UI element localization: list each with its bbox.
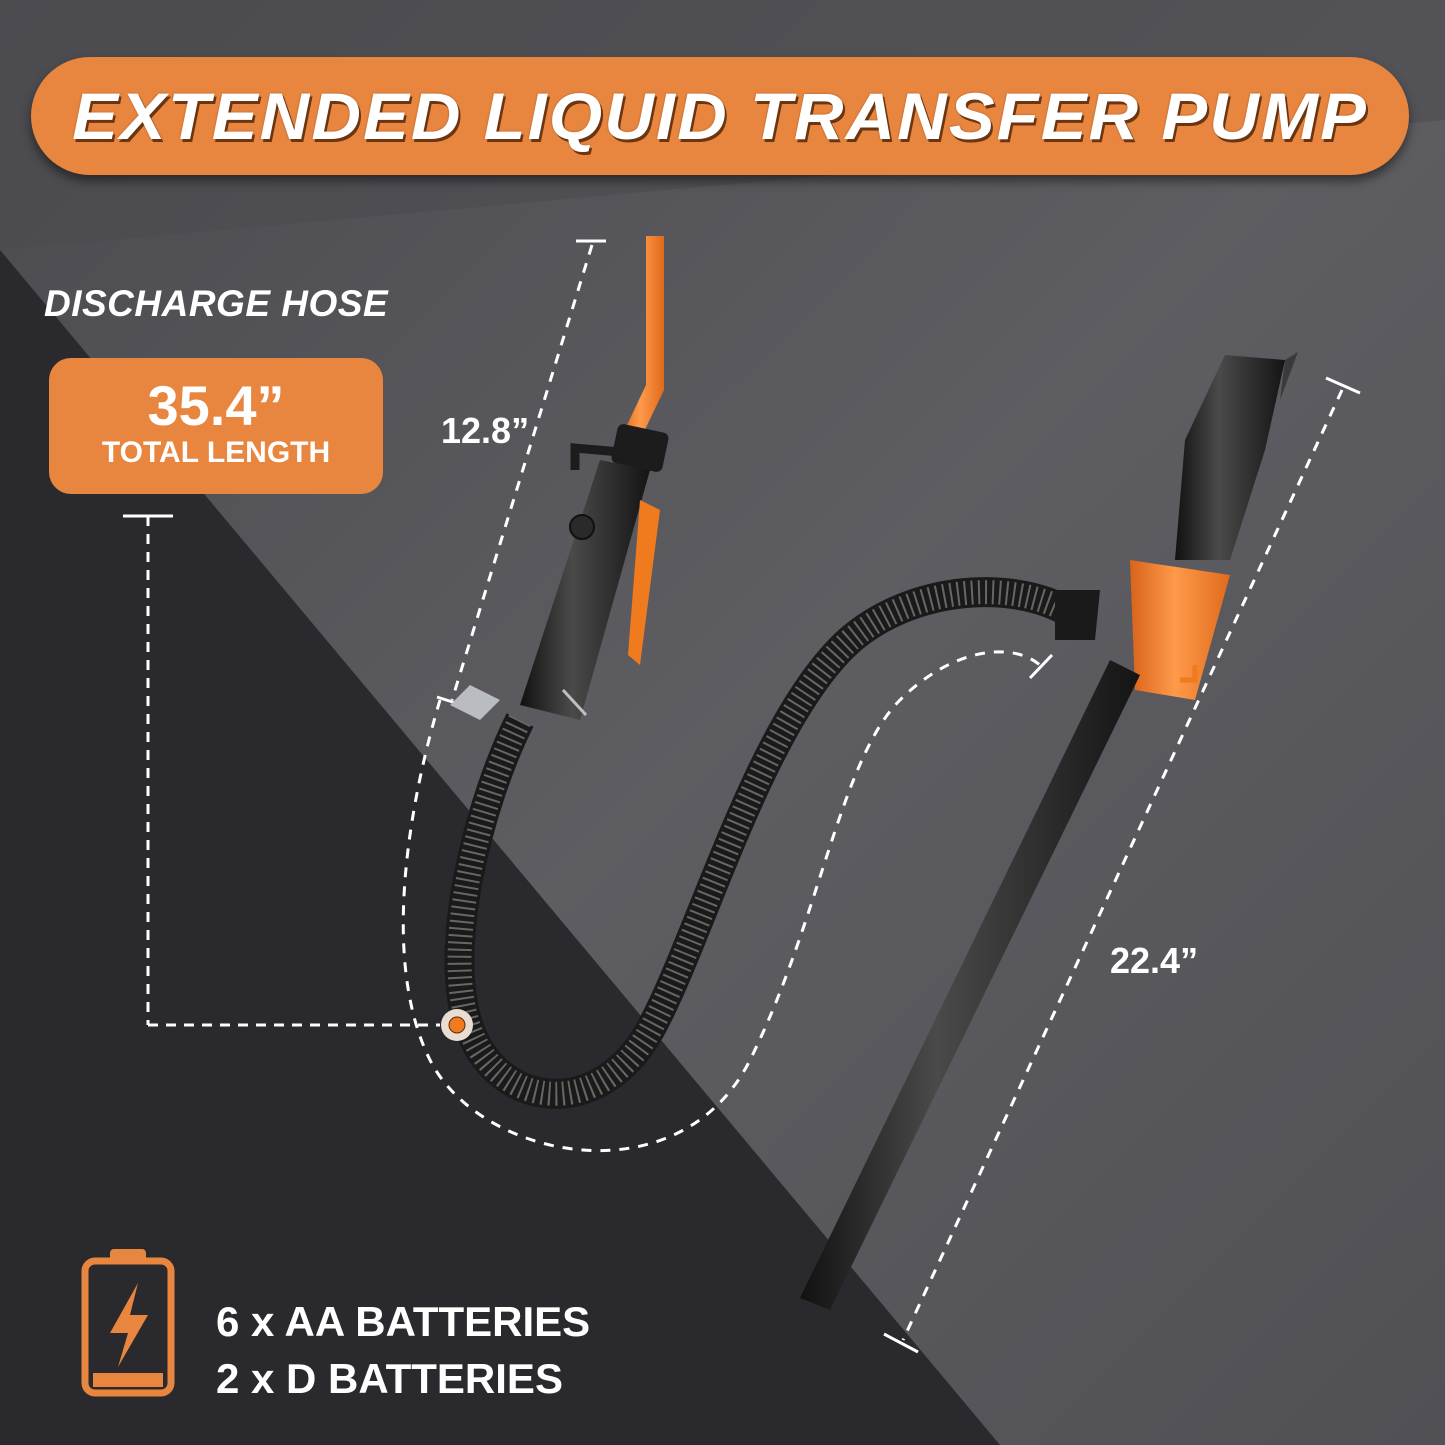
nozzle-length-label: 12.8” (441, 410, 530, 451)
battery-requirements: 6 x AA BATTERIES 2 x D BATTERIES (216, 1293, 590, 1407)
total-length-value: 35.4” (147, 374, 285, 437)
dimension-lines (123, 239, 1361, 1354)
total-length-caption: TOTAL LENGTH (101, 436, 331, 469)
page-title: EXTENDED LIQUID TRANSFER PUMP (72, 79, 1368, 153)
total-length-badge: 35.4” TOTAL LENGTH (49, 358, 383, 494)
battery-charging-icon (80, 1247, 176, 1402)
suction-length-label: 22.4” (1110, 940, 1199, 981)
battery-line-d: 2 x D BATTERIES (216, 1355, 563, 1402)
nozzle-handle (450, 236, 669, 720)
battery-line-aa: 6 x AA BATTERIES (216, 1298, 591, 1345)
suction-tube (800, 352, 1298, 1310)
hose-marker (441, 1009, 473, 1041)
discharge-hose-label: DISCHARGE HOSE (44, 283, 389, 324)
title-banner: EXTENDED LIQUID TRANSFER PUMP (31, 57, 1409, 175)
